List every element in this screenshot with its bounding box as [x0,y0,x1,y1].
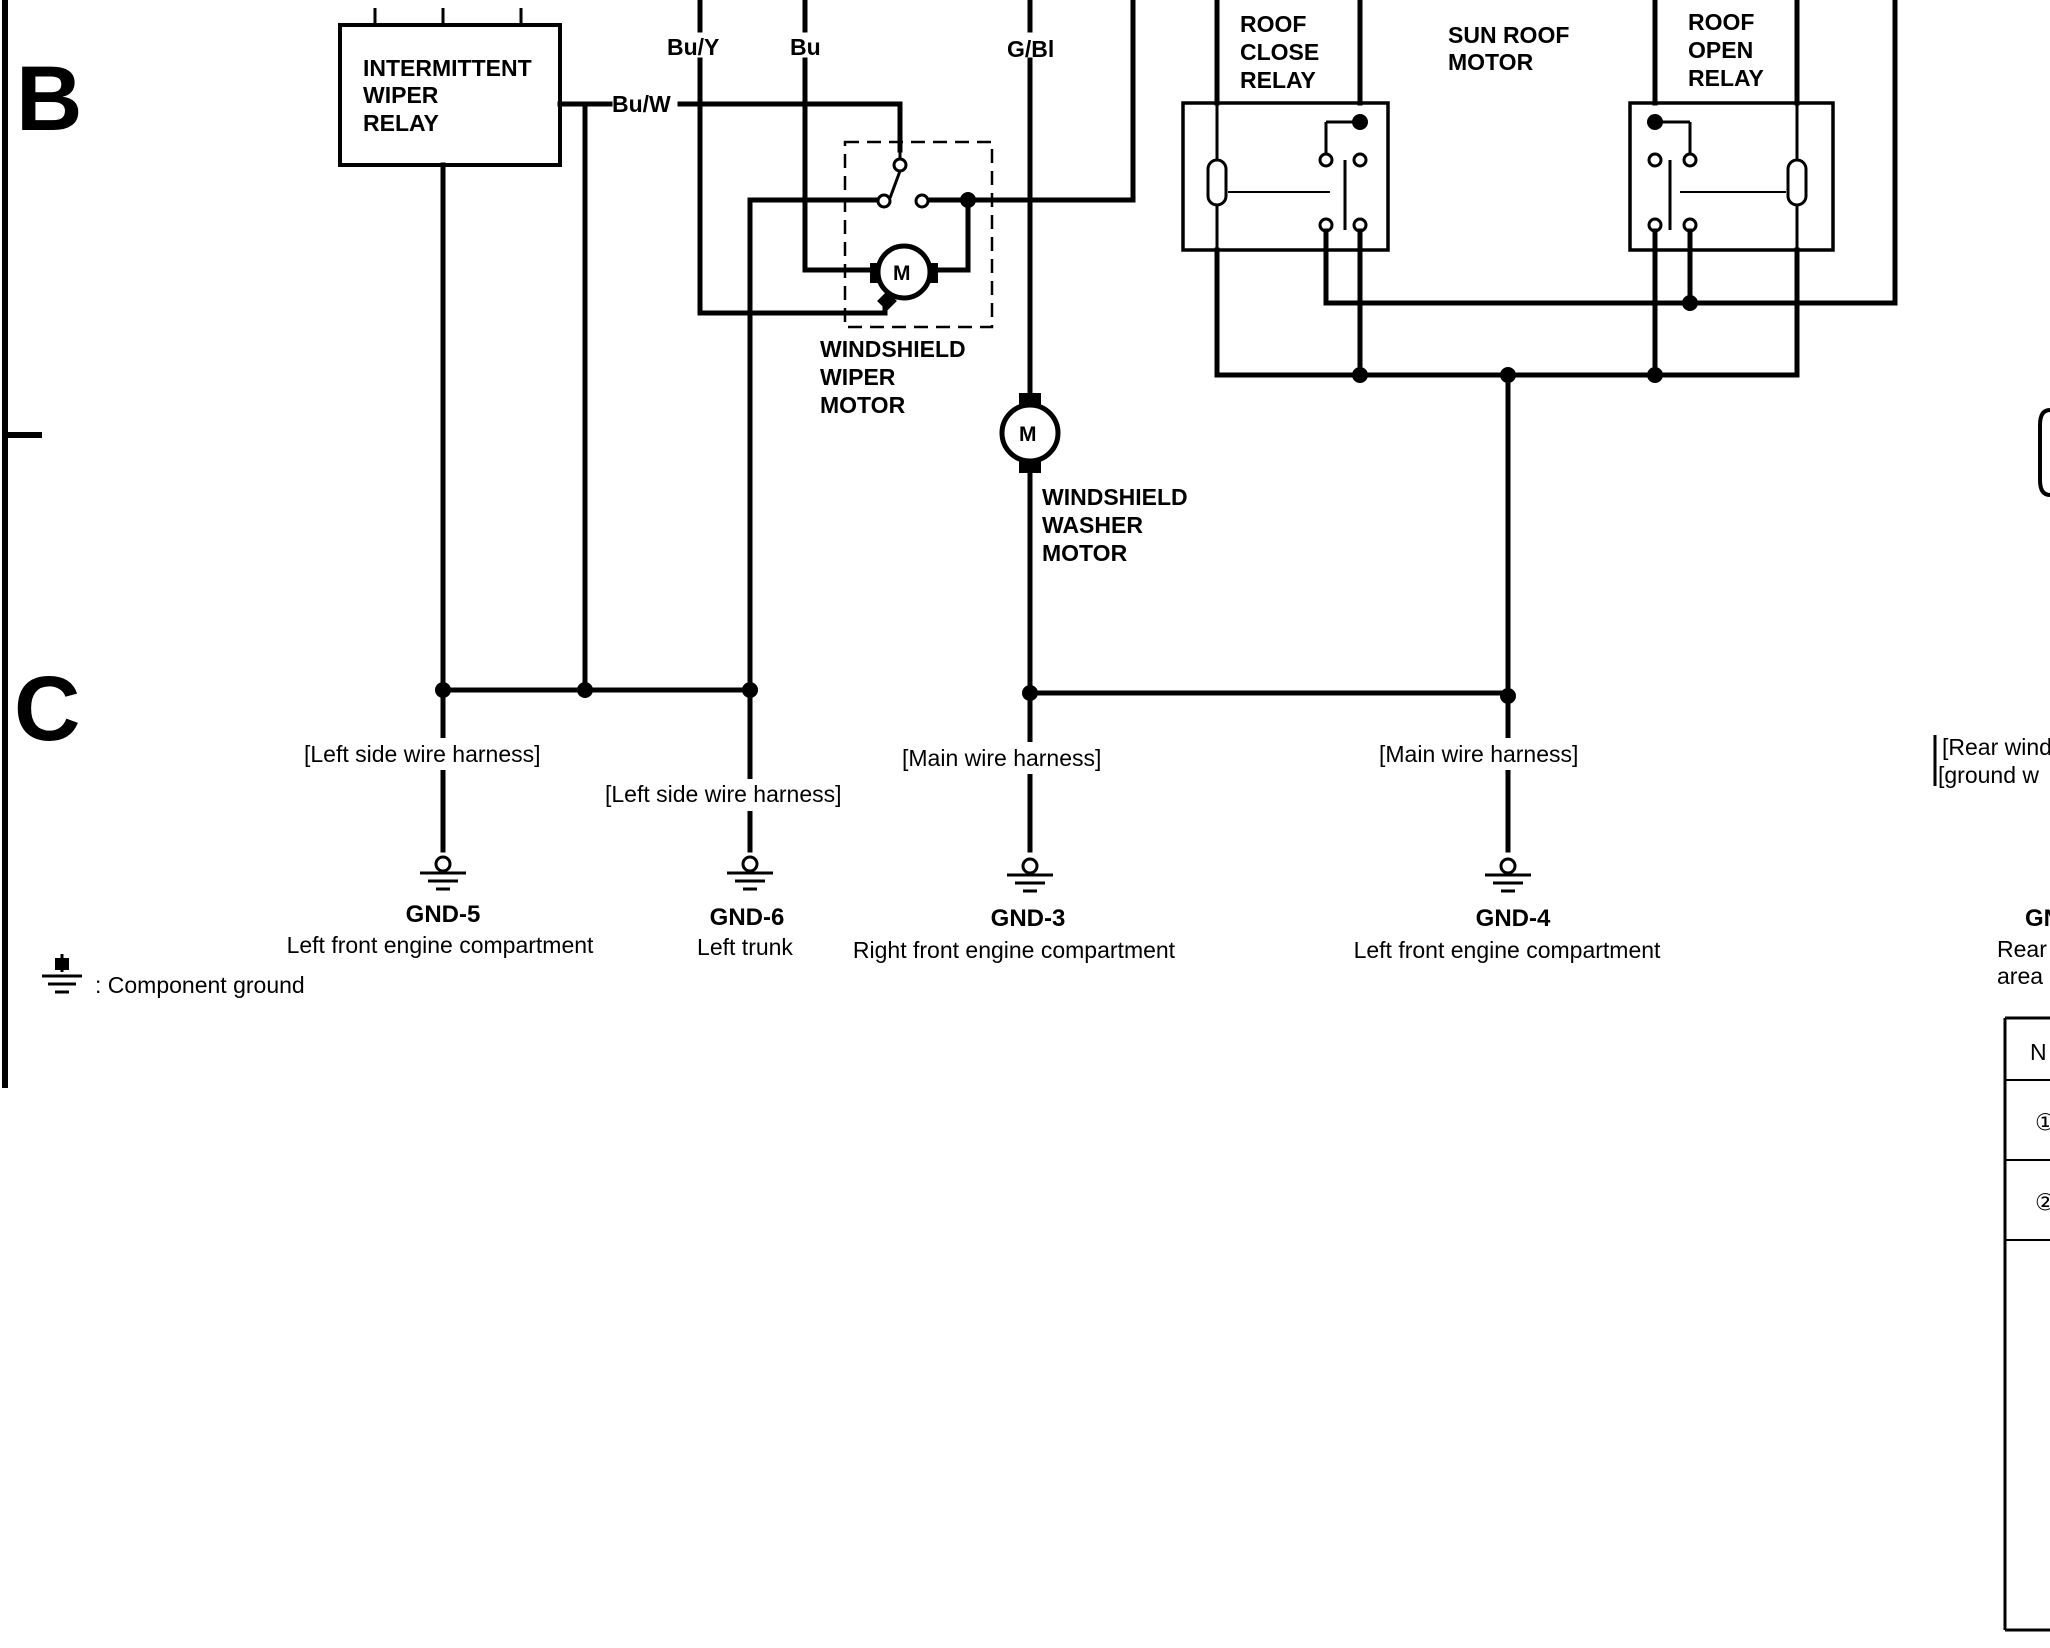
section-label-c: C [14,658,80,760]
roof-open-relay: ROOF OPEN RELAY [1628,0,1835,378]
legend-text: : Component ground [95,972,305,998]
partial-right-content: [Rear wind [ground w GN Rear area N ① ② [1933,408,2050,1632]
windshield-washer-motor: M WINDSHIELD WASHER MOTOR [999,393,1188,696]
roof-open-label-line1: ROOF [1688,9,1754,35]
wire-bu [802,0,878,273]
wire-color-g-bl: G/Bl [1007,36,1054,62]
partial-gnd-id: GN [2025,905,2050,932]
sun-roof-motor: SUN ROOF MOTOR [1448,22,1569,75]
gnd-3-id: GND-3 [991,905,1066,932]
section-border [2,0,42,1088]
washer-motor-label-line2: WASHER [1042,512,1143,538]
partial-gnd-line2: area [1997,963,2043,989]
gnd-5-id: GND-5 [406,901,481,928]
section-label-b: B [16,48,82,150]
gnd-4-location: Left front engine compartment [1354,937,1661,963]
sun-roof-label-line2: MOTOR [1448,49,1534,75]
roof-close-label-line2: CLOSE [1240,39,1319,65]
roof-wiring [1214,0,1898,696]
component-ground-legend: : Component ground [42,954,305,998]
rear-harness-line1: [Rear wind [1942,734,2050,760]
wire-color-bu: Bu [790,34,821,60]
wiper-motor-label-line2: WIPER [820,364,896,390]
wire-bu-y [697,0,888,316]
washer-motor-label-line1: WINDSHIELD [1042,484,1188,510]
wire-color-bu-w: Bu/W [612,91,671,117]
relay-label-line1: INTERMITTENT [363,55,532,81]
wiper-motor-label-line1: WINDSHIELD [820,336,966,362]
harness-label-3: [Main wire harness] [902,745,1101,771]
wire-color-bu-y: Bu/Y [667,34,719,60]
windshield-wiper-motor: M WINDSHIELD WIPER MOTOR [747,140,1136,418]
gnd-3-location: Right front engine compartment [853,937,1176,963]
table-header: N [2030,1039,2047,1065]
table-row-2: ② [2035,1189,2050,1215]
harness-label-2: [Left side wire harness] [605,781,842,807]
gnd-4-id: GND-4 [1476,905,1551,932]
roof-open-label-line3: RELAY [1688,65,1764,91]
relay-label-line2: WIPER [363,82,439,108]
harness-label-1: [Left side wire harness] [304,741,541,767]
wiper-motor-label-line3: MOTOR [820,392,906,418]
gnd-6-location: Left trunk [697,934,793,960]
roof-close-label-line1: ROOF [1240,11,1306,37]
harness-label-4: [Main wire harness] [1379,741,1578,767]
sun-roof-label-line1: SUN ROOF [1448,22,1569,48]
roof-close-label-line3: RELAY [1240,67,1316,93]
gnd-6-id: GND-6 [710,904,785,931]
intermittent-wiper-relay: INTERMITTENT WIPER RELAY [338,8,562,167]
gnd-5-location: Left front engine compartment [287,932,594,958]
washer-motor-label-line3: MOTOR [1042,540,1128,566]
roof-close-relay: ROOF CLOSE RELAY [1181,0,1390,378]
relay-label-line3: RELAY [363,110,439,136]
ground-bus-left [435,101,758,853]
roof-open-label-line2: OPEN [1688,37,1753,63]
ground-symbol-gnd-6 [727,855,773,891]
ground-symbol-gnd-5 [420,855,466,891]
washer-motor-symbol: M [1019,423,1037,446]
ground-symbol-gnd-3 [1007,857,1053,893]
ground-symbol-gnd-4 [1485,857,1531,893]
rear-harness-line2: [ground w [1938,762,2039,788]
table-row-1: ① [2035,1109,2050,1135]
partial-gnd-line1: Rear [1997,936,2047,962]
wiper-motor-symbol: M [893,262,911,285]
